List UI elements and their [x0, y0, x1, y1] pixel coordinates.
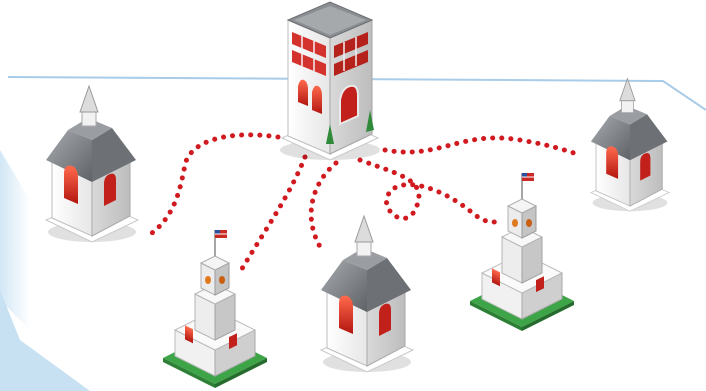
- hub-office-tower[interactable]: [280, 2, 380, 160]
- office-tower-icon: [280, 2, 380, 160]
